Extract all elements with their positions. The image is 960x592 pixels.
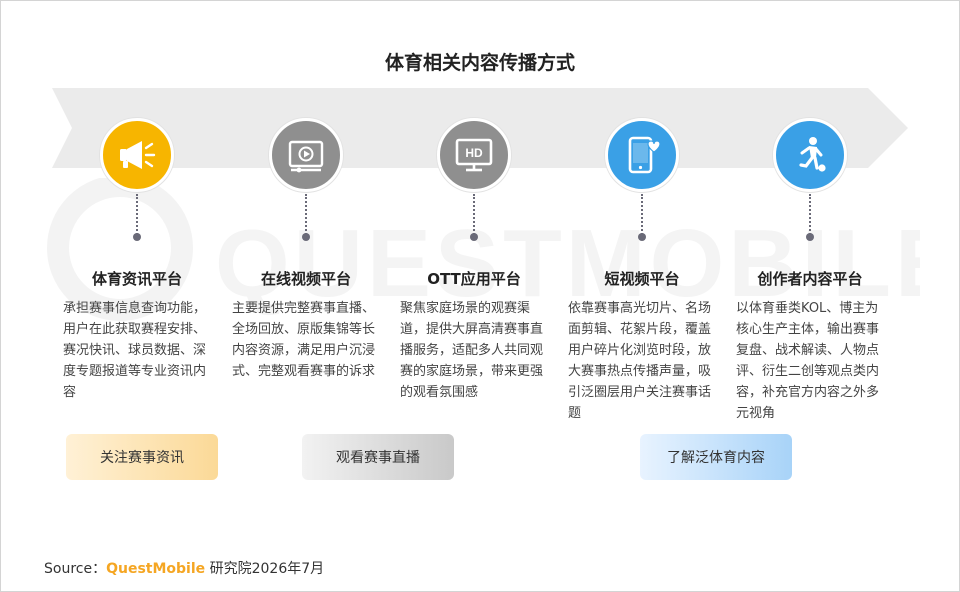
platform-description: 承担赛事信息查询功能，用户在此获取赛程安排、赛况快讯、球员数据、深度专题报道等专… [63, 301, 207, 400]
pill-follow-sports-news: 关注赛事资讯 [66, 434, 218, 480]
platform-column-short-video: 短视频平台 依靠赛事高光切片、名场面剪辑、花絮片段，覆盖用户碎片化浏览时段，放大… [558, 0, 726, 592]
platform-title: OTT应用平台 [427, 270, 521, 288]
megaphone-icon-glyph [120, 141, 156, 169]
connector-dot [470, 233, 478, 241]
connector-line [136, 194, 138, 238]
platform-description: 主要提供完整赛事直播、全场回放、原版集锦等长内容资源，满足用户沉浸式、完整观看赛… [232, 301, 376, 379]
megaphone-icon [100, 118, 174, 192]
svg-text:QUESTMOBILE: QUESTMOBILE [215, 210, 920, 317]
platform-title: 在线视频平台 [260, 270, 351, 288]
platform-title: 创作者内容平台 [757, 270, 863, 288]
video-player-icon-glyph [288, 140, 324, 173]
connector-dot [806, 233, 814, 241]
hd-tv-icon-glyph: HD [455, 138, 493, 172]
connector-line [473, 194, 475, 238]
source-brand: QuestMobile [106, 561, 206, 577]
phone-heart-icon [605, 118, 679, 192]
connector-dot [302, 233, 310, 241]
platform-column-creators: 创作者内容平台 以体育垂类KOL、博主为核心生产主体，输出赛事复盘、战术解读、人… [726, 0, 894, 592]
connector-line [641, 194, 643, 238]
source-note: Source：QuestMobile 研究院2026年7月 [44, 558, 324, 578]
phone-heart-icon-glyph [628, 136, 661, 174]
platform-column-sports-news: 体育资讯平台 承担赛事信息查询功能，用户在此获取赛程安排、赛况快讯、球员数据、深… [53, 0, 221, 592]
diagram-title: 体育相关内容传播方式 [384, 52, 575, 74]
connector-line [809, 194, 811, 238]
platform-description: 以体育垂类KOL、博主为核心生产主体，输出赛事复盘、战术解读、人物点评、衍生二创… [736, 301, 880, 421]
connector-dot [638, 233, 646, 241]
platform-title: 短视频平台 [604, 270, 680, 288]
video-player-icon [269, 118, 343, 192]
soccer-player-icon [773, 118, 847, 192]
platform-column-ott: HD OTT应用平台 聚焦家庭场景的观赛渠道，提供大屏高清赛事直播服务，适配多人… [390, 0, 558, 592]
pill-learn-pan-sports: 了解泛体育内容 [640, 434, 792, 480]
connector-line [305, 194, 307, 238]
platform-description: 聚焦家庭场景的观赛渠道，提供大屏高清赛事直播服务，适配多人共同观赛的家庭场景，带… [400, 301, 544, 400]
pill-watch-live-sports: 观看赛事直播 [302, 434, 454, 480]
svg-text:HD: HD [465, 146, 483, 160]
platform-title: 体育资讯平台 [91, 270, 182, 288]
connector-dot [133, 233, 141, 241]
source-prefix: Source： [44, 561, 107, 577]
source-suffix: 研究院2026年7月 [205, 561, 325, 577]
hd-tv-icon: HD [437, 118, 511, 192]
platform-column-online-video: 在线视频平台 主要提供完整赛事直播、全场回放、原版集锦等长内容资源，满足用户沉浸… [222, 0, 390, 592]
platform-description: 依靠赛事高光切片、名场面剪辑、花絮片段，覆盖用户碎片化浏览时段，放大赛事热点传播… [568, 301, 712, 421]
soccer-player-icon-glyph [799, 137, 826, 172]
